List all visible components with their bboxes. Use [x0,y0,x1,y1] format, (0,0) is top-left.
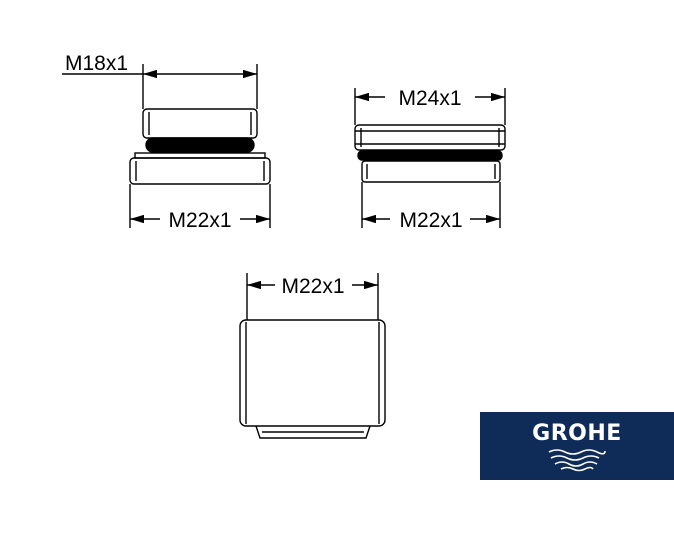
adapter-2-bottom-thread-label: M22x1 [399,209,462,232]
waves-icon [548,449,606,472]
adapter-1-bottom-thread-label: M22x1 [168,209,231,232]
adapter-1-top-thread-label: M18x1 [65,52,128,75]
aerator-thread-label: M22x1 [281,275,344,298]
adapter-2-drawing [354,88,506,228]
aerator-drawing [239,273,386,439]
grohe-logo: GROHE [480,412,674,480]
adapter-2-top-thread-label: M24x1 [398,87,461,110]
logo-text: GROHE [532,421,622,446]
adapter-1-drawing [62,64,271,228]
